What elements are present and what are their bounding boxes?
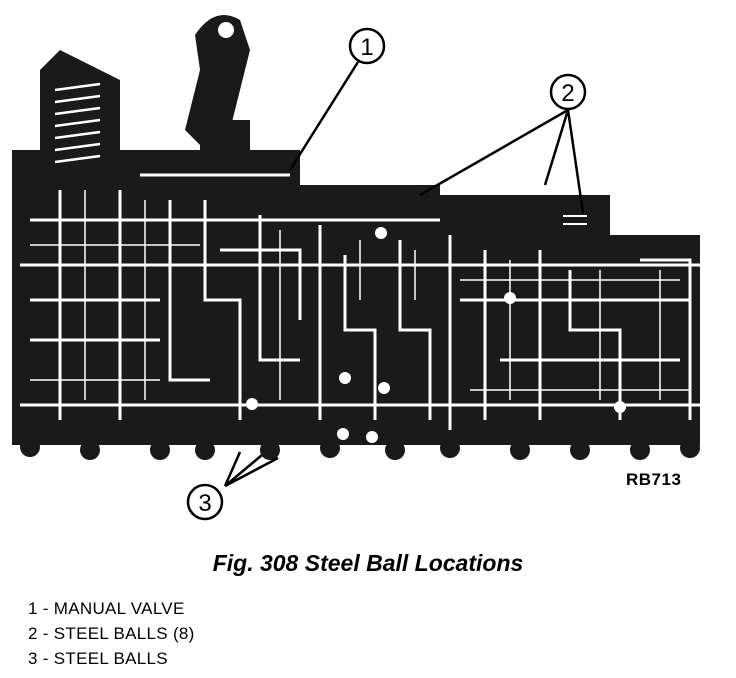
valve-body — [12, 15, 700, 460]
svg-text:3: 3 — [198, 490, 211, 517]
steel-ball — [366, 431, 378, 443]
legend-item: 3 - STEEL BALLS — [28, 649, 168, 668]
steel-ball — [614, 401, 626, 413]
legend-list: 1 - MANUAL VALVE 2 - STEEL BALLS (8) 3 -… — [28, 596, 195, 671]
callout-3: 3 — [186, 483, 224, 521]
reference-code: RB713 — [626, 470, 682, 489]
valve-body-illustration: 1 2 3 — [12, 15, 700, 521]
callout-2: 2 — [549, 73, 587, 111]
callout-1: 1 — [348, 27, 386, 65]
steel-ball — [337, 428, 349, 440]
steel-balls — [246, 227, 626, 443]
steel-ball — [375, 227, 387, 239]
legend-item: 1 - MANUAL VALVE — [28, 599, 185, 618]
svg-text:1: 1 — [360, 34, 373, 61]
steel-ball — [246, 398, 258, 410]
callout-leaders — [223, 61, 585, 488]
figure-caption: Fig. 308 Steel Ball Locations — [212, 550, 524, 576]
steel-ball — [378, 382, 390, 394]
legend-item: 2 - STEEL BALLS (8) — [28, 624, 195, 643]
steel-ball — [339, 372, 351, 384]
svg-text:2: 2 — [561, 80, 574, 107]
steel-ball — [504, 292, 516, 304]
